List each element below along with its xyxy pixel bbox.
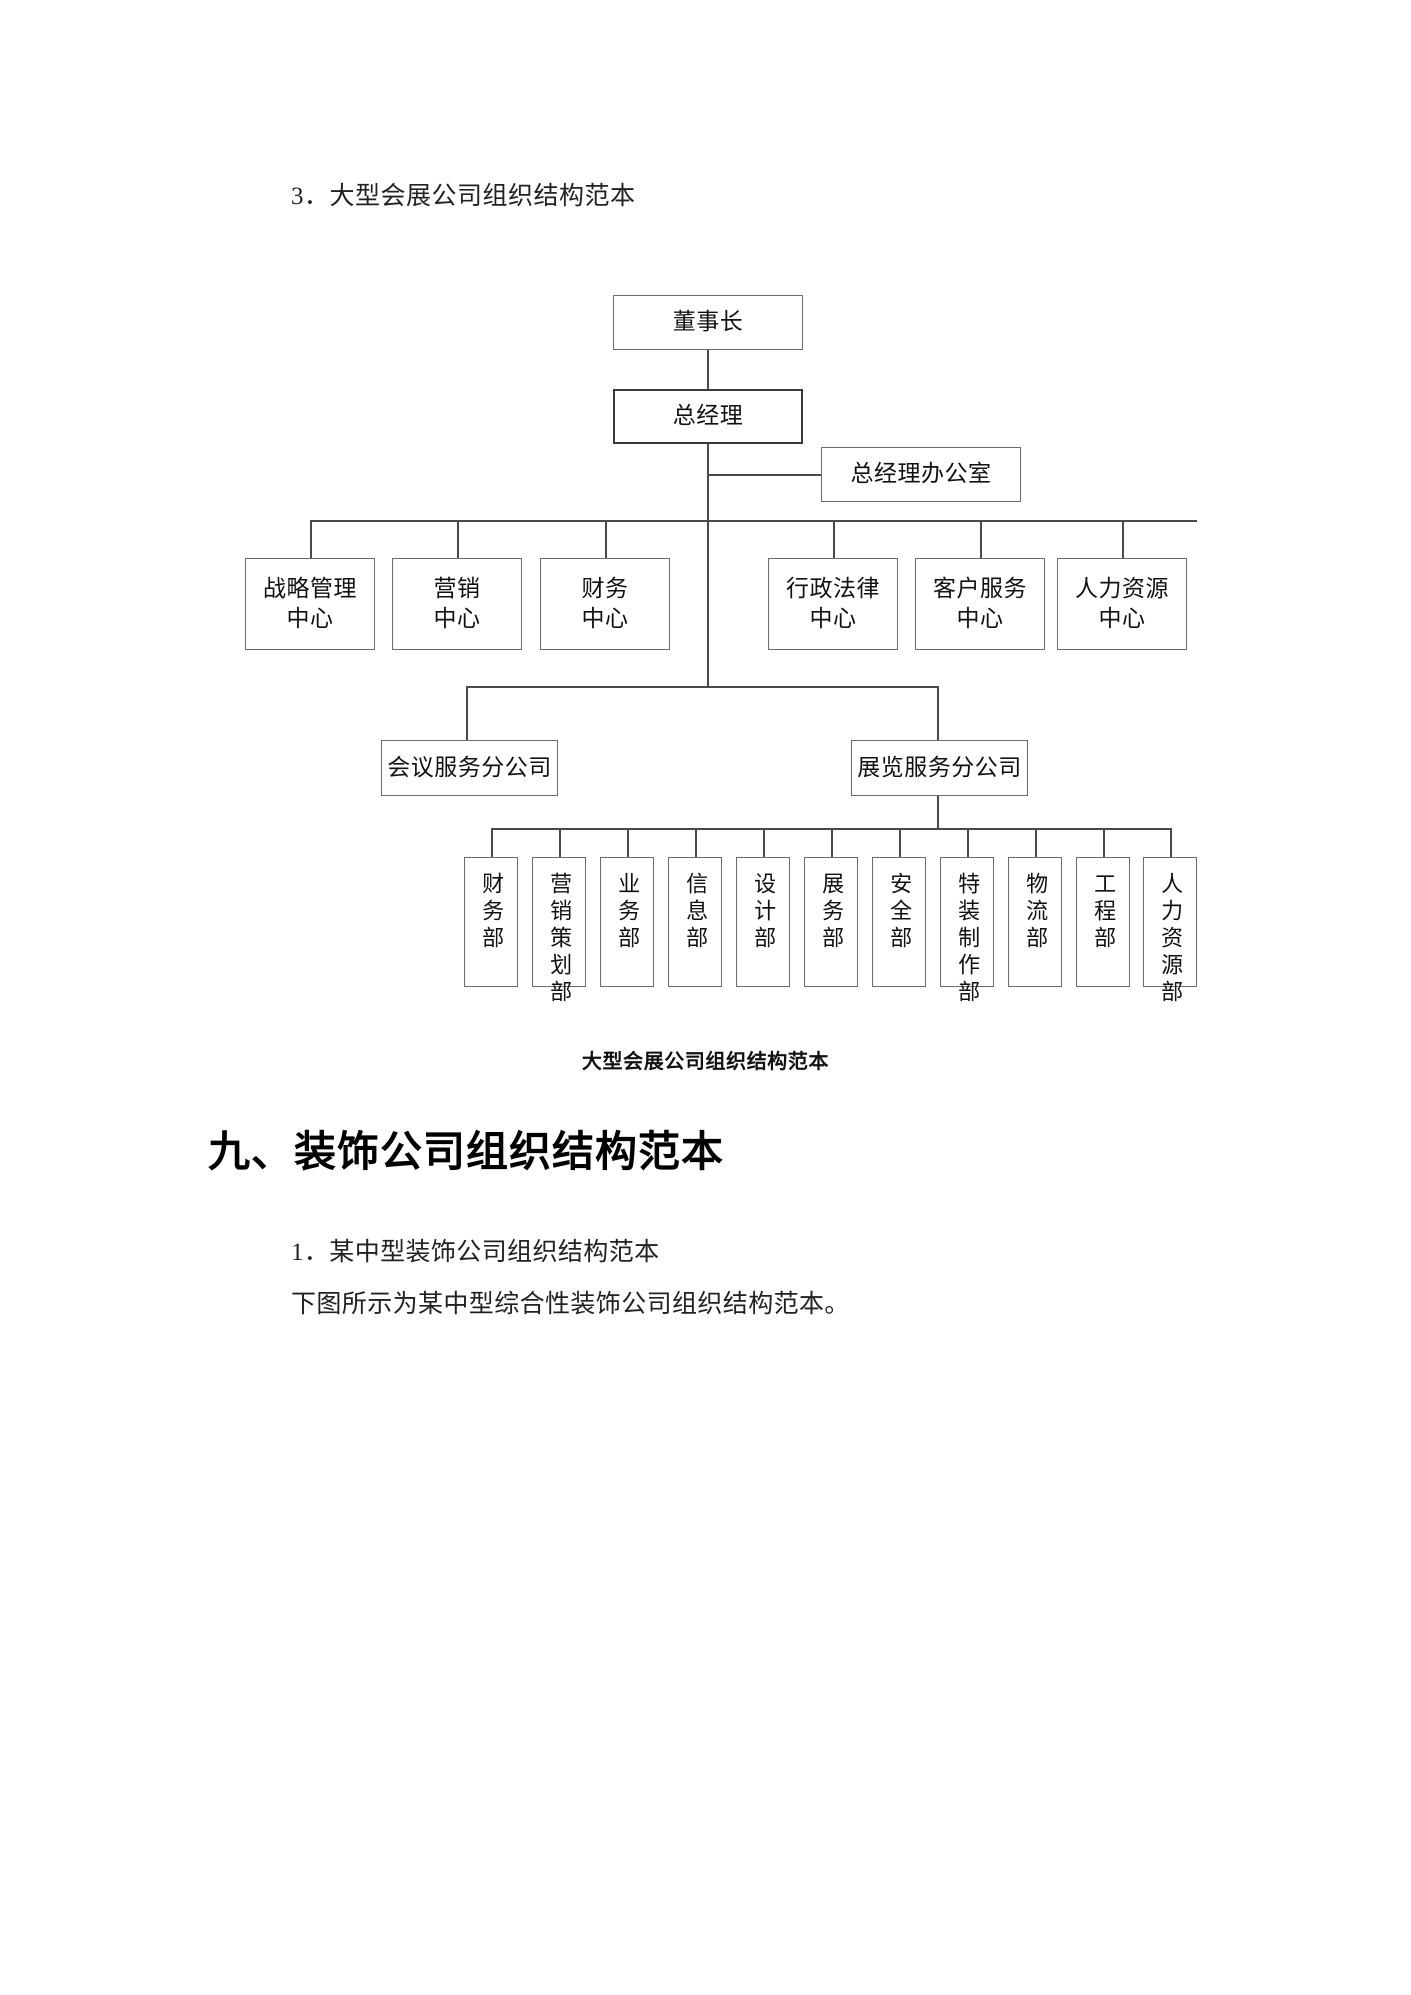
connector-drop-dept-marketing-planning (559, 828, 561, 857)
org-node-conference-branch: 会议服务分公司 (381, 740, 558, 796)
sub-item-heading: 1．某中型装饰公司组织结构范本 (291, 1239, 660, 1266)
section-heading: 九、装饰公司组织结构范本 (208, 1130, 725, 1176)
org-node-general-manager: 总经理 (613, 389, 803, 444)
connector-drop-exhibition-branch (937, 686, 939, 740)
connector-drop-dept-information (695, 828, 697, 857)
connector-drop-admin-legal (833, 520, 835, 558)
org-node-dept-finance: 财务部 (464, 857, 518, 987)
org-chart: 董事长 总经理 总经理办公室 战略管理 中心 营销 中心 (245, 295, 1197, 1007)
org-node-dept-safety: 安全部 (872, 857, 926, 987)
org-node-customer-service-center: 客户服务 中心 (915, 558, 1045, 650)
connector-drop-dept-design (763, 828, 765, 857)
connector-drop-dept-exhibition-affairs (831, 828, 833, 857)
org-node-dept-special-decoration: 特装制作部 (940, 857, 994, 1007)
org-node-admin-legal-center: 行政法律 中心 (768, 558, 898, 650)
org-node-strategy-center: 战略管理 中心 (245, 558, 375, 650)
connector-drop-dept-special-decoration (967, 828, 969, 857)
body-paragraph: 下图所示为某中型综合性装饰公司组织结构范本。 (291, 1291, 850, 1318)
org-node-exhibition-branch: 展览服务分公司 (851, 740, 1028, 796)
org-node-dept-logistics: 物流部 (1008, 857, 1062, 987)
org-node-finance-center: 财务 中心 (540, 558, 670, 650)
org-node-dept-engineering: 工程部 (1076, 857, 1130, 987)
connector-drop-customer-service (980, 520, 982, 558)
figure-caption: 大型会展公司组织结构范本 (581, 1051, 830, 1073)
connector-drop-dept-finance (491, 828, 493, 857)
connector-drop-conference-branch (466, 686, 468, 740)
connector-drop-dept-hr (1170, 828, 1172, 857)
org-node-chairman: 董事长 (613, 295, 803, 350)
org-node-dept-business: 业务部 (600, 857, 654, 987)
connector-departments-bus (491, 828, 1170, 830)
connector-exhibition-to-depts (937, 796, 939, 828)
item-heading: 3．大型会展公司组织结构范本 (291, 183, 636, 210)
org-node-gm-office: 总经理办公室 (821, 447, 1021, 502)
connector-drop-dept-business (627, 828, 629, 857)
connector-drop-strategy (310, 520, 312, 558)
org-node-hr-center: 人力资源 中心 (1057, 558, 1187, 650)
org-node-dept-information: 信息部 (668, 857, 722, 987)
connector-drop-hr (1122, 520, 1124, 558)
org-node-marketing-center: 营销 中心 (392, 558, 522, 650)
connector-gm-spine (707, 444, 709, 686)
org-node-dept-exhibition-affairs: 展务部 (804, 857, 858, 987)
connector-drop-dept-engineering (1103, 828, 1105, 857)
connector-drop-dept-logistics (1035, 828, 1037, 857)
connector-chairman-to-gm (707, 350, 709, 389)
connector-centers-bus (310, 520, 1197, 522)
connector-gm-to-office (707, 474, 821, 476)
org-node-dept-hr: 人力资源部 (1143, 857, 1197, 1007)
connector-drop-marketing (457, 520, 459, 558)
org-node-dept-design: 设计部 (736, 857, 790, 987)
org-node-dept-marketing-planning: 营销策划部 (532, 857, 586, 1007)
connector-drop-finance (605, 520, 607, 558)
connector-drop-dept-safety (899, 828, 901, 857)
connector-branches-bus (466, 686, 937, 688)
